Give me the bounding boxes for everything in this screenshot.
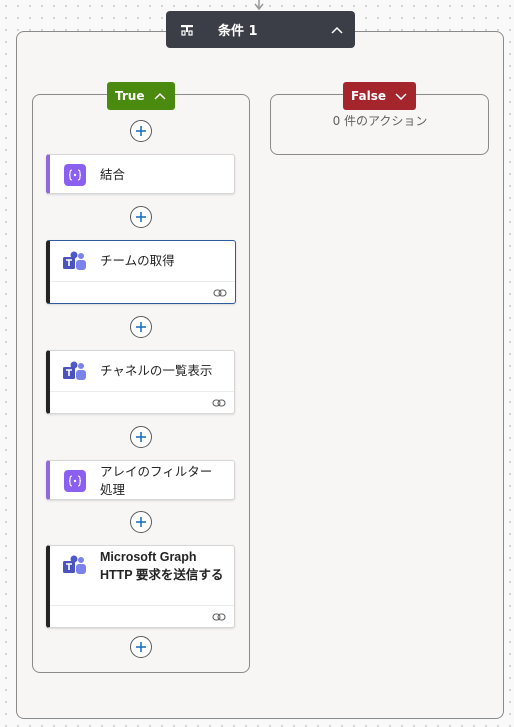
data-operation-icon [64, 164, 86, 186]
chevron-down-icon[interactable] [395, 92, 407, 100]
plus-icon [136, 642, 146, 652]
action-title: チームの取得 [100, 253, 175, 268]
chevron-up-icon[interactable] [331, 26, 343, 34]
insert-step-button[interactable] [130, 206, 152, 228]
card-divider [50, 605, 234, 606]
action-card-join[interactable]: 結合 [46, 154, 235, 194]
action-title: アレイのフィルター処理 [100, 464, 213, 497]
action-title: 結合 [100, 167, 126, 182]
action-card-filter-array[interactable]: アレイのフィルター処理 [46, 460, 235, 500]
condition-title: 条件 1 [218, 24, 258, 39]
false-branch-tag[interactable]: False [343, 82, 416, 110]
insert-step-button[interactable] [130, 636, 152, 658]
action-title: Microsoft Graph HTTP 要求を送信する [100, 550, 224, 582]
plus-icon [136, 432, 146, 442]
condition-header[interactable]: 条件 1 [166, 11, 355, 48]
false-branch-empty-text: 0 件のアクション [332, 114, 428, 128]
card-divider [50, 281, 235, 282]
action-card-list-channels[interactable]: チャネルの一覧表示 [46, 350, 235, 414]
teams-icon [63, 555, 86, 574]
data-operation-icon [64, 470, 86, 492]
insert-step-button[interactable] [130, 316, 152, 338]
action-card-get-team[interactable]: チームの取得 [46, 240, 236, 304]
insert-step-button[interactable] [130, 511, 152, 533]
condition-icon [181, 24, 193, 36]
false-branch-label: False [351, 89, 386, 103]
teams-icon [63, 361, 86, 380]
insert-step-button[interactable] [130, 426, 152, 448]
link-icon [212, 399, 226, 407]
card-divider [50, 391, 234, 392]
plus-icon [136, 517, 146, 527]
plus-icon [136, 212, 146, 222]
insert-step-button[interactable] [130, 120, 152, 142]
action-card-send-graph-request[interactable]: Microsoft Graph HTTP 要求を送信する [46, 545, 235, 628]
link-icon [213, 289, 227, 297]
link-icon [212, 613, 226, 621]
plus-icon [136, 322, 146, 332]
true-branch-label: True [115, 89, 145, 103]
action-title: チャネルの一覧表示 [100, 363, 213, 378]
true-branch-tag[interactable]: True [107, 82, 175, 110]
chevron-up-icon[interactable] [154, 92, 166, 100]
teams-icon [63, 251, 86, 270]
plus-icon [136, 126, 146, 136]
